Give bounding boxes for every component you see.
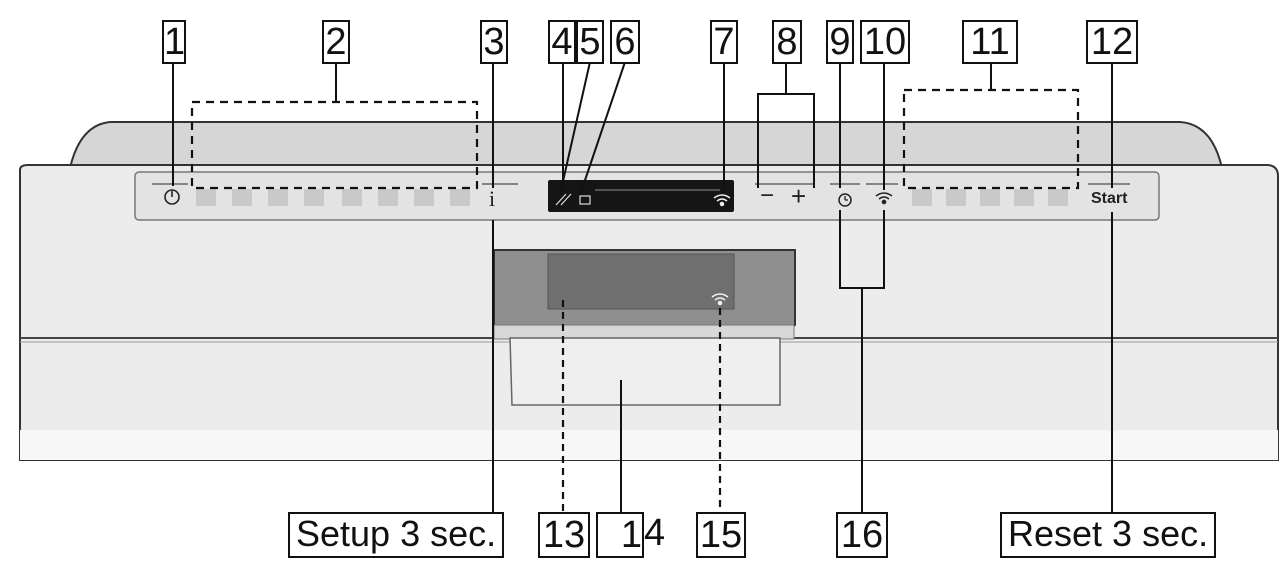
power-icon bbox=[164, 189, 180, 205]
plus-button: + bbox=[791, 181, 807, 211]
minus-button: − bbox=[760, 182, 775, 209]
display-symbols bbox=[555, 189, 720, 206]
appliance-lid bbox=[68, 121, 1224, 169]
callout-16: 16 bbox=[836, 512, 888, 558]
callout-8: 8 bbox=[772, 20, 802, 64]
callout-12: 12 bbox=[1086, 20, 1138, 64]
callout-15: 15 bbox=[696, 512, 746, 558]
front-display bbox=[547, 253, 735, 310]
callout-14-box: 1 bbox=[596, 512, 644, 558]
clock-icon bbox=[838, 193, 852, 207]
top-display bbox=[548, 180, 734, 212]
info-symbol: i bbox=[489, 186, 496, 211]
callout-9: 9 bbox=[826, 20, 854, 64]
display-wifi-icon bbox=[713, 194, 731, 207]
callout-2: 2 bbox=[322, 20, 350, 64]
handle-pocket bbox=[509, 337, 781, 406]
callout-5: 5 bbox=[576, 20, 604, 64]
callout-13: 13 bbox=[538, 512, 590, 558]
start-label: Start bbox=[1091, 190, 1128, 207]
callout-14-digit: 4 bbox=[644, 512, 666, 554]
callout-6: 6 bbox=[610, 20, 640, 64]
callout-4: 4 bbox=[548, 20, 576, 64]
callout-10: 10 bbox=[860, 20, 910, 64]
callout-3: 3 bbox=[480, 20, 508, 64]
reset-label: Reset 3 sec. bbox=[1000, 512, 1217, 558]
callout-11: 11 bbox=[962, 20, 1018, 64]
remote-wifi-icon bbox=[875, 192, 893, 205]
setup-label: Setup 3 sec. bbox=[288, 512, 505, 558]
option-buttons-right bbox=[912, 189, 1068, 206]
group-2-box bbox=[190, 100, 479, 190]
callout-7: 7 bbox=[710, 20, 738, 64]
program-buttons-left bbox=[196, 189, 470, 206]
front-wifi-icon bbox=[711, 293, 729, 306]
callout-14: 14 bbox=[596, 512, 665, 558]
callout-1: 1 bbox=[162, 20, 186, 64]
